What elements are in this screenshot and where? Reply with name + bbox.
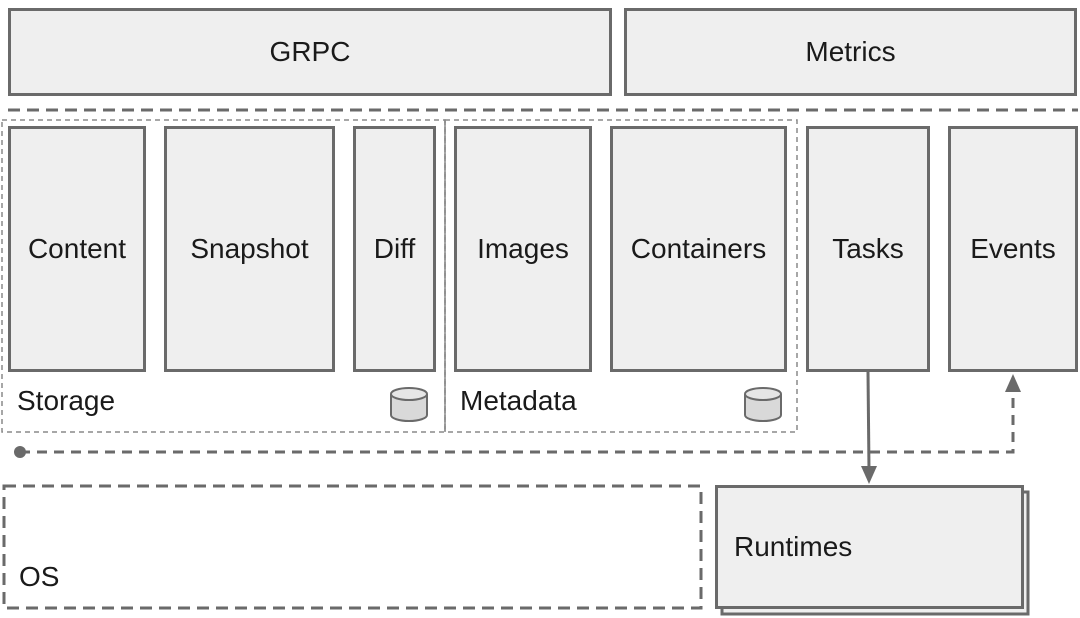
snapshot-box: Snapshot <box>164 126 335 372</box>
diff-label: Diff <box>373 233 416 264</box>
content-label: Content <box>27 233 127 264</box>
images-label: Images <box>477 233 569 264</box>
runtimes-label: Runtimes <box>734 531 853 562</box>
database-icon <box>744 387 782 422</box>
metrics-label: Metrics <box>805 36 896 67</box>
storage-group-label: Storage <box>17 385 116 416</box>
event-bus-line <box>20 376 1015 454</box>
diff-box: Diff <box>353 126 436 372</box>
events-box: Events <box>948 126 1078 372</box>
content-box: Content <box>8 126 146 372</box>
tasks-box: Tasks <box>806 126 930 372</box>
os-group-outline <box>2 484 703 610</box>
events-label: Events <box>970 233 1056 264</box>
snapshot-label: Snapshot <box>190 233 309 264</box>
containers-box: Containers <box>610 126 787 372</box>
grpc-box: GRPC <box>8 8 612 96</box>
tasks-to-runtimes-arrow <box>861 466 877 484</box>
event-bus-arrow <box>1005 374 1021 392</box>
images-box: Images <box>454 126 592 372</box>
metadata-group-label: Metadata <box>460 385 577 416</box>
grpc-label: GRPC <box>269 36 351 67</box>
tasks-to-runtimes-line <box>866 371 871 471</box>
runtimes-box: Runtimes <box>715 485 1024 609</box>
containers-label: Containers <box>630 233 767 264</box>
database-icon <box>390 387 428 422</box>
os-group-label: OS <box>19 561 60 592</box>
tasks-label: Tasks <box>832 233 904 264</box>
metrics-box: Metrics <box>624 8 1077 96</box>
